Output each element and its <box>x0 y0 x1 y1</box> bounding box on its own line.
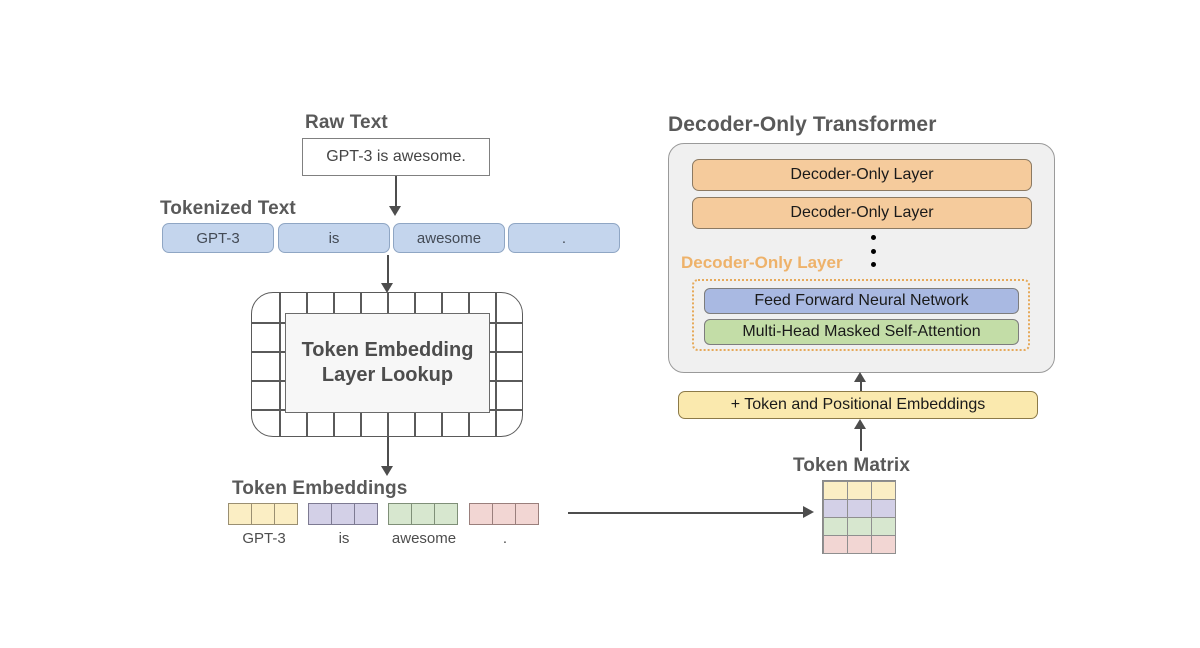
token-matrix-heading: Token Matrix <box>793 455 910 476</box>
token-chip-1[interactable]: is <box>278 223 390 253</box>
matrix-cell <box>870 516 896 536</box>
token-chip-0[interactable]: GPT-3 <box>162 223 274 253</box>
embedding-cell <box>433 503 458 525</box>
arrow-lookup-to-embeddings-line <box>387 437 389 471</box>
expanded-layer-dotted-frame <box>692 279 1030 351</box>
token-embeddings-heading: Token Embeddings <box>232 478 408 499</box>
embedding-cell <box>469 503 493 525</box>
matrix-cell <box>870 498 896 518</box>
arrow-tokens-to-lookup-head <box>381 283 393 293</box>
matrix-cell <box>870 480 896 500</box>
positional-embeddings-bar[interactable]: + Token and Positional Embeddings <box>678 391 1038 419</box>
embedding-cell <box>514 503 539 525</box>
lookup-label-line1: Token Embedding <box>301 339 474 361</box>
embedding-cell <box>388 503 412 525</box>
matrix-cell <box>870 534 896 554</box>
arrow-matrix-to-positional-line <box>860 429 862 451</box>
arrow-embeddings-to-matrix-head <box>803 506 814 518</box>
embedding-cell <box>491 503 516 525</box>
embedding-group-2 <box>388 503 458 525</box>
embedding-cell <box>308 503 332 525</box>
embedding-cell <box>410 503 435 525</box>
embedding-cell <box>228 503 252 525</box>
embedding-cell <box>250 503 275 525</box>
arrow-positional-to-transformer-line <box>860 382 862 395</box>
lookup-label-line2: Layer Lookup <box>321 364 454 386</box>
tokenized-text-heading: Tokenized Text <box>160 198 296 219</box>
decoder-layer-bar-1[interactable]: Decoder-Only Layer <box>692 197 1032 229</box>
ellipsis-dot <box>870 248 876 254</box>
embedding-caption-1: is <box>338 530 350 547</box>
expanded-decoder-layer-label: Decoder-Only Layer <box>681 253 843 272</box>
embedding-group-0 <box>228 503 298 525</box>
token-chip-3[interactable]: . <box>508 223 620 253</box>
arrow-rawtext-to-tokens-line <box>395 176 397 209</box>
token-chip-2[interactable]: awesome <box>393 223 505 253</box>
matrix-cell <box>846 480 872 500</box>
arrow-positional-to-transformer-head <box>854 372 866 382</box>
arrow-embeddings-to-matrix-line <box>568 512 806 514</box>
matrix-cell <box>846 534 872 554</box>
matrix-cell <box>822 498 848 518</box>
matrix-cell <box>822 480 848 500</box>
vertical-ellipsis-icon <box>870 235 876 267</box>
raw-text-heading: Raw Text <box>305 112 388 133</box>
token-matrix <box>822 480 896 554</box>
embedding-cell <box>273 503 298 525</box>
embedding-cell <box>353 503 378 525</box>
transformer-heading: Decoder-Only Transformer <box>668 113 937 136</box>
decoder-layer-bar-0[interactable]: Decoder-Only Layer <box>692 159 1032 191</box>
matrix-cell <box>822 516 848 536</box>
arrow-tokens-to-lookup-line <box>387 255 389 287</box>
arrow-matrix-to-positional-head <box>854 419 866 429</box>
embedding-group-3 <box>469 503 539 525</box>
feed-forward-bar[interactable]: Feed Forward Neural Network <box>704 288 1019 314</box>
embedding-group-1 <box>308 503 378 525</box>
multi-head-attention-bar[interactable]: Multi-Head Masked Self-Attention <box>704 319 1019 345</box>
matrix-cell <box>822 534 848 554</box>
arrow-lookup-to-embeddings-head <box>381 466 393 476</box>
grid-line-v <box>279 293 281 436</box>
embedding-caption-3: . <box>502 530 508 547</box>
ellipsis-dot <box>870 262 876 267</box>
matrix-cell <box>846 498 872 518</box>
ellipsis-dot <box>870 235 876 240</box>
arrow-rawtext-to-tokens-head <box>389 206 401 216</box>
lookup-label-box: Token Embedding Layer Lookup <box>285 313 490 413</box>
embedding-cell <box>330 503 355 525</box>
grid-line-v <box>495 293 497 436</box>
embedding-caption-0: GPT-3 <box>242 530 286 547</box>
embedding-caption-2: awesome <box>391 530 457 547</box>
raw-text-box: GPT-3 is awesome. <box>302 138 490 176</box>
token-embedding-lookup: Token Embedding Layer Lookup <box>251 292 523 437</box>
matrix-cell <box>846 516 872 536</box>
